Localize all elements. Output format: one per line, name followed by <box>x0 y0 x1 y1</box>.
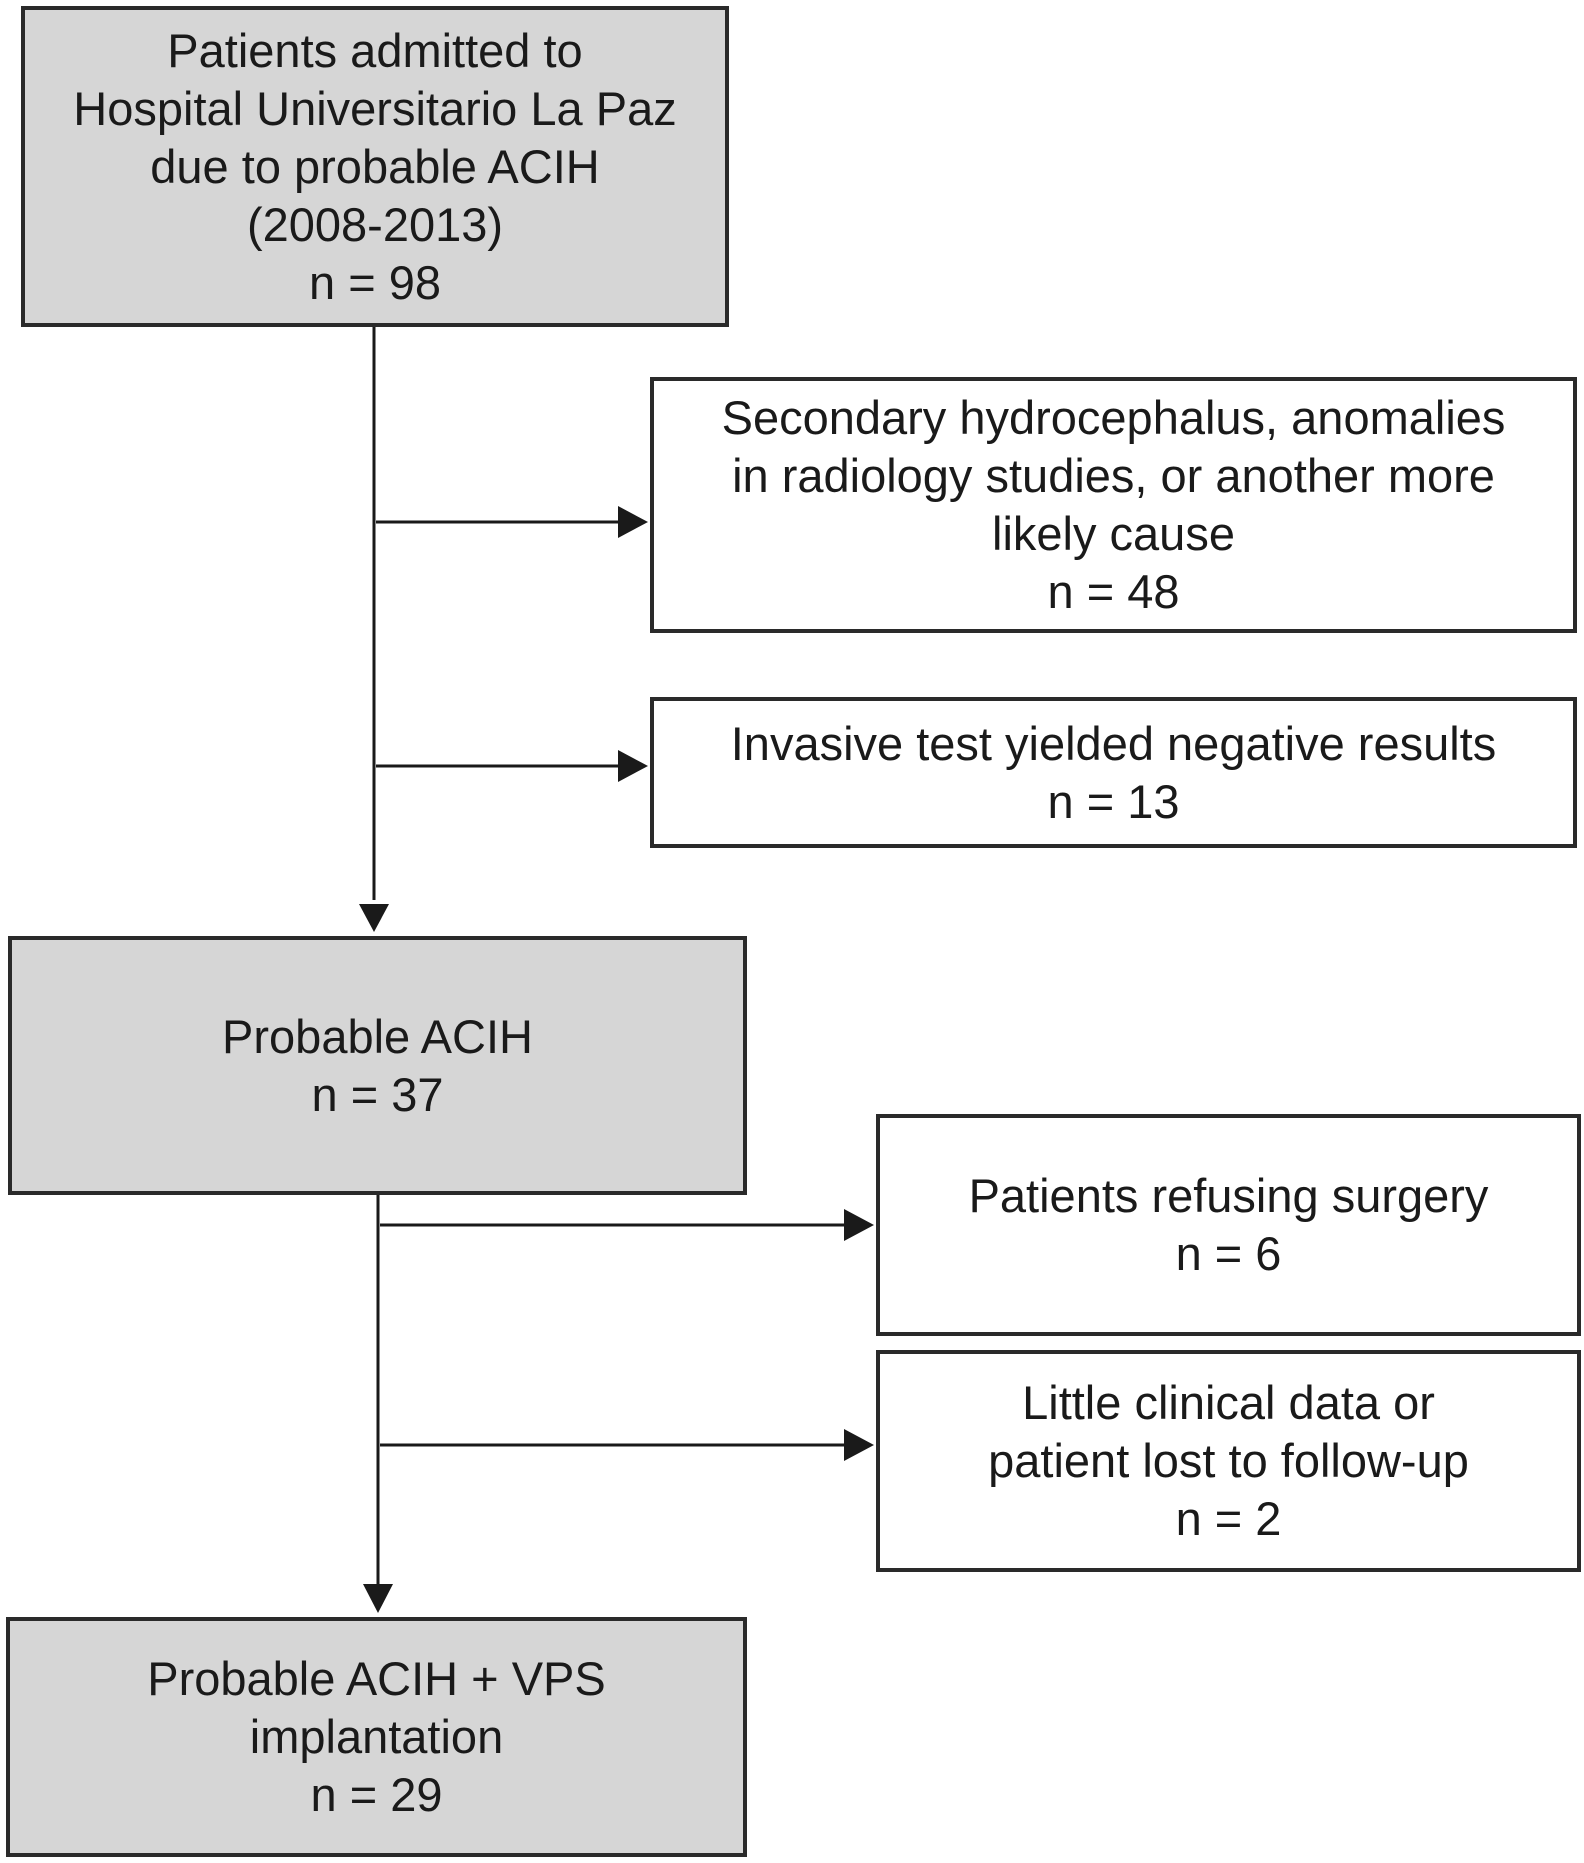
box-count: n = 29 <box>310 1768 443 1821</box>
box-count: n = 98 <box>309 255 441 309</box>
box-text-line: Secondary hydrocephalus, anomalies <box>721 391 1506 444</box>
box-secondary-hydrocephalus: Secondary hydrocephalus, anomalies in ra… <box>650 377 1577 633</box>
box-text-line: implantation <box>249 1710 504 1763</box>
box-count: n = 37 <box>311 1067 444 1121</box>
box-text-line: due to probable ACIH <box>150 139 600 193</box>
box-text-line: (2008-2013) <box>246 197 504 251</box>
box-text-line: Hospital Universitario La Paz <box>73 81 677 135</box>
box-text-line: Patients admitted to <box>167 23 583 77</box>
box-vps-implantation: Probable ACIH + VPS implantation n = 29 <box>6 1617 747 1857</box>
box-text-line: Patients refusing surgery <box>968 1169 1489 1222</box>
box-text-line: likely cause <box>992 507 1235 560</box>
arrowhead-refusing <box>844 1209 874 1241</box>
box-count: n = 6 <box>1175 1227 1282 1280</box>
box-text-line: patient lost to follow-up <box>988 1434 1469 1487</box>
box-text-line: Little clinical data or <box>1022 1376 1435 1429</box>
arrowhead-invasive <box>618 750 648 782</box>
box-probable-acih: Probable ACIH n = 37 <box>8 936 747 1195</box>
box-invasive-test: Invasive test yielded negative results n… <box>650 697 1577 848</box>
box-count: n = 48 <box>1047 565 1180 618</box>
box-patients-admitted: Patients admitted to Hospital Universita… <box>21 6 729 327</box>
arrowhead-probable <box>359 904 389 932</box>
arrowhead-lost <box>844 1429 874 1461</box>
box-count: n = 2 <box>1175 1492 1282 1545</box>
box-text-line: in radiology studies, or another more <box>732 449 1495 502</box>
box-refusing-surgery: Patients refusing surgery n = 6 <box>876 1114 1581 1336</box>
arrowhead-secondary <box>618 506 648 538</box>
box-text-line: Probable ACIH <box>222 1009 533 1063</box>
box-text-line: Invasive test yielded negative results <box>730 716 1497 770</box>
arrowhead-vps <box>363 1584 393 1613</box>
box-lost-to-follow-up: Little clinical data or patient lost to … <box>876 1350 1581 1572</box>
box-text-line: Probable ACIH + VPS <box>147 1652 606 1705</box>
box-count: n = 13 <box>1047 774 1180 828</box>
